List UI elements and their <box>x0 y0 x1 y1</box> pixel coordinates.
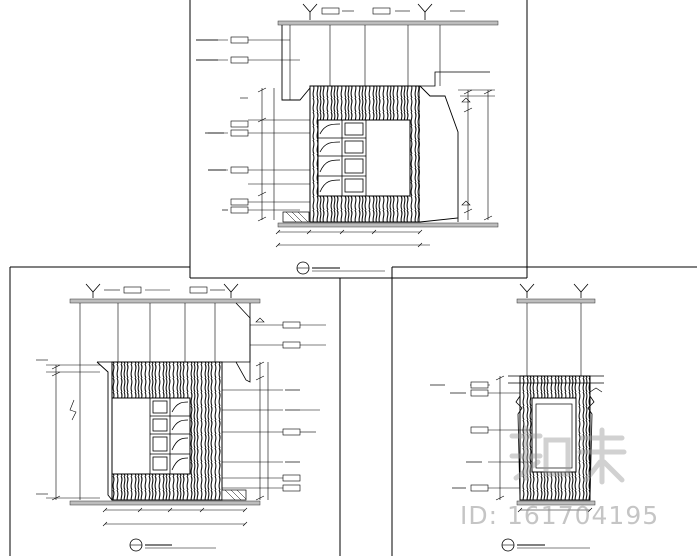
bulkhead-line <box>235 302 251 363</box>
skirting-block <box>282 211 310 223</box>
dimension-chain-left <box>495 375 505 501</box>
drawing-title-top <box>296 261 385 275</box>
guide-lines <box>289 25 441 100</box>
floor-slab <box>277 222 499 228</box>
left-callouts <box>430 381 532 492</box>
dimension-chain-bottom <box>517 507 593 513</box>
dimension-chain-left <box>257 87 275 222</box>
axis-markers-top <box>302 3 433 20</box>
level-markers-right <box>461 97 471 206</box>
drawing-title-right <box>501 538 590 552</box>
ceiling-slab <box>277 20 499 26</box>
right-callouts <box>222 321 326 492</box>
axis-markers-top <box>85 283 239 298</box>
floor-slab <box>516 500 596 506</box>
axis-markers-top <box>519 283 589 298</box>
dimension-chain-left <box>46 364 100 501</box>
label-box <box>189 286 208 294</box>
drawing-title-left <box>129 538 216 552</box>
cabinet-inner-frame <box>535 403 573 469</box>
watermark-logo <box>509 425 627 485</box>
dimension-chain-right <box>458 89 495 221</box>
cabinet-shelves <box>149 398 190 474</box>
side-walls <box>508 375 604 501</box>
dimension-chain-right <box>589 387 603 393</box>
wall-profile-left <box>281 25 311 101</box>
cabinet-shelves <box>318 120 367 196</box>
wall-profile-right <box>419 85 459 223</box>
ceiling-slab <box>516 298 596 304</box>
sheet-right-elevation <box>391 266 697 556</box>
floor-slab <box>69 500 261 506</box>
dimension-chain-bottom <box>102 507 248 527</box>
cabinet-niche <box>111 397 191 475</box>
label-box <box>321 7 340 15</box>
label-box <box>123 286 142 294</box>
guide-lines <box>79 303 216 500</box>
dimension-chain-right <box>255 317 269 501</box>
cabinet-niche <box>531 397 577 473</box>
sheet-left-elevation <box>9 266 341 556</box>
dimension-chain-bottom <box>275 229 430 248</box>
ceiling-slab <box>69 298 261 304</box>
sheet-top-elevation <box>189 0 528 279</box>
skirting-hatch <box>224 489 247 501</box>
wall-profile-right <box>222 303 251 383</box>
skirting-hatch <box>285 211 309 223</box>
left-callouts <box>196 36 320 214</box>
bulkhead-line <box>420 71 490 87</box>
wall-profile-left <box>96 361 113 501</box>
label-box <box>372 7 391 15</box>
cabinet-niche <box>317 119 411 197</box>
guide-lines <box>526 303 582 376</box>
skirting-block <box>221 489 247 501</box>
